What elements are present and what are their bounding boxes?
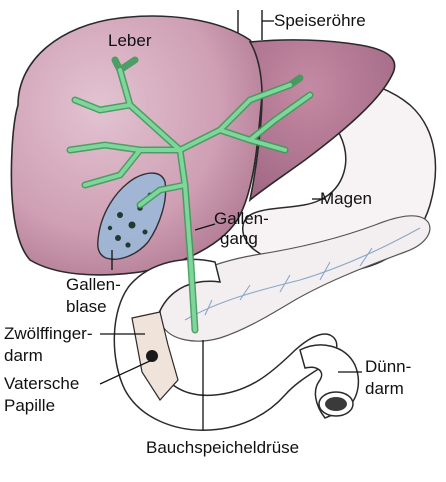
label-bauchspeicheldruese: Bauchspeicheldrüse [146,438,299,457]
label-gallengang-1: Gallen- [214,209,269,228]
label-zwoelffinger-2: darm [4,346,43,365]
liver-left-lobe [248,39,396,203]
liver-right-lobe [10,15,264,276]
label-zwoelffinger-1: Zwölffinger- [4,324,93,343]
pancreatic-vessels [184,227,421,321]
leader-gallengang [194,223,216,231]
label-leber: Leber [108,31,152,50]
papilla-icon [146,350,158,362]
label-gallenblase-2: blase [66,297,107,316]
label-duenndarm-2: darm [365,379,404,398]
label-speiseroehre: Speiseröhre [274,11,366,30]
small-intestine-lumen [325,397,347,411]
label-duenndarm-1: Dünn- [365,357,411,376]
label-gallengang-2: gang [220,229,258,248]
label-magen: Magen [320,189,372,208]
label-vatersche-2: Papille [4,396,55,415]
label-gallenblase-1: Gallen- [66,275,121,294]
label-vatersche-1: Vatersche [4,374,79,393]
bile-duct-tree-fill [68,68,312,332]
pancreas [159,215,431,342]
leader-vatersche [99,359,153,385]
